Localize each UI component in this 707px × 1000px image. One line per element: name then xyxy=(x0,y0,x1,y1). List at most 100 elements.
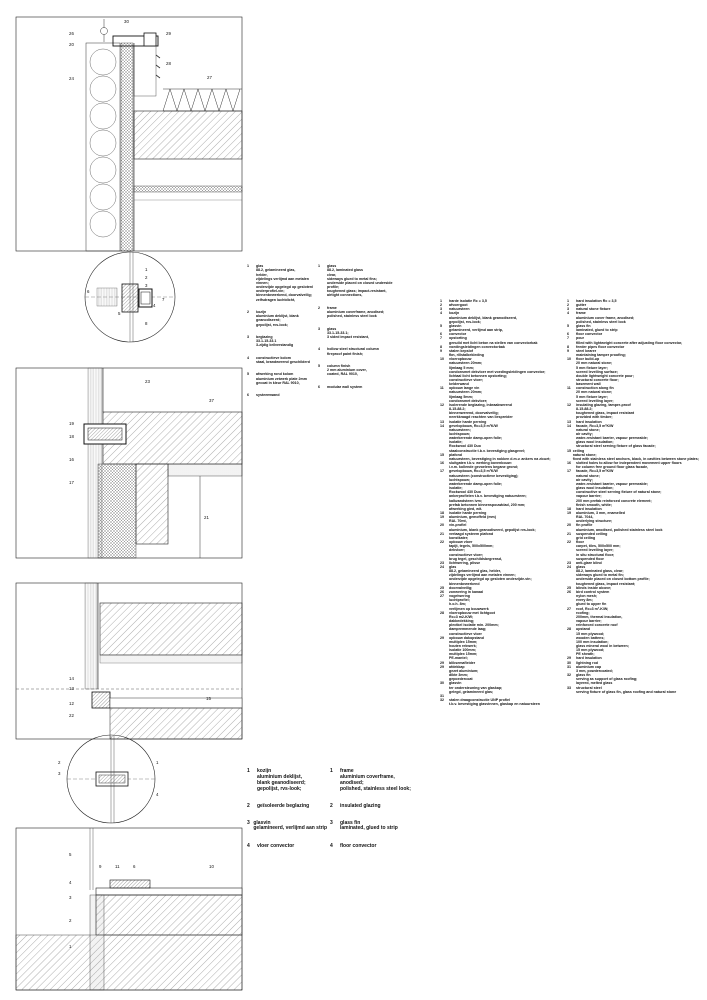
callout: 15 xyxy=(206,696,211,701)
callout: 3 xyxy=(69,895,72,900)
spec-item-text: afdekkap gezet aluminium; dikte 3mm; gep… xyxy=(449,664,479,682)
spec-item-number: 25 xyxy=(440,585,444,590)
spec-item-text: glasvin ter ondersteuning van glaskap; g… xyxy=(449,681,503,694)
spec-item-text: afvoergoot xyxy=(449,303,468,308)
callout: 28 xyxy=(166,61,171,66)
spec-item-text: gutter xyxy=(576,303,587,308)
callout: 5 xyxy=(118,311,121,316)
spec-item-number: 30 xyxy=(567,660,571,665)
spec-item-text: frame aluminium cover frame, anodised; p… xyxy=(576,311,635,324)
spec-item-text: gevelopbouw, Rc=3,5 m²K/W natuursteen (c… xyxy=(449,469,527,511)
callout: 13 xyxy=(69,686,74,691)
callout: 11 xyxy=(115,864,120,869)
spec-item-number: 14 xyxy=(567,423,571,428)
callout: 2 xyxy=(69,918,72,923)
spec-item-number: 33 xyxy=(567,685,571,690)
spec-item-number: 8 xyxy=(440,344,442,349)
spec-item-text: isolatie harde perning xyxy=(449,510,487,515)
spec-item-number: 4 xyxy=(440,311,442,316)
callout: 7 xyxy=(162,297,165,302)
spec-item-text: insulating glazing, tamper-proof 8-15-88… xyxy=(576,402,635,420)
spec-item-number: 18 xyxy=(567,506,571,511)
spec-item-number: 19 xyxy=(440,515,444,520)
spec-item-text: steel bearer maintaining tamper proofing… xyxy=(576,348,626,358)
spec-item-text: plafond natuursteen, bevestiging in nokk… xyxy=(449,452,551,461)
spec-item-number: 1 xyxy=(567,299,569,303)
callout: 1 xyxy=(69,944,72,949)
spec-item-text: hard insulation xyxy=(576,419,602,424)
spec-item-text: lichtwering, plisse xyxy=(449,560,481,565)
spec-item-text: hard insulation xyxy=(576,656,602,661)
spec-item-number: 24 xyxy=(440,565,444,569)
spec-item-number: 17 xyxy=(440,469,444,474)
callout: 6 xyxy=(87,289,90,294)
spec-item-number: 26 xyxy=(440,589,444,594)
spec-item-text: structural steel serving fixture of glas… xyxy=(576,685,677,694)
spec-item-text: opbouw lange vin natuursteen 20mm; lijml… xyxy=(449,386,488,403)
spec-item-number: 2 xyxy=(567,303,569,308)
spec-item-number: 28 xyxy=(567,627,571,632)
spec-item: 31 xyxy=(440,694,565,698)
spec-item-number: 6 xyxy=(567,332,569,337)
spec-item-number: 9 xyxy=(567,348,569,353)
spec-item-number: 7 xyxy=(440,336,442,341)
spec-item-number: 30 xyxy=(440,681,444,686)
callout: 4 xyxy=(153,303,156,308)
spec-item-text: fin profile aluminium, anodised, polishe… xyxy=(576,523,663,532)
spec-item-number: 3 xyxy=(440,307,442,312)
callout: 4 xyxy=(69,880,72,885)
spec-item-text: ceiling natural stone; fixed with stainl… xyxy=(572,448,699,461)
spec-item: 30 glasvin ter ondersteuning van glaskap;… xyxy=(440,681,565,693)
spec-item-text: slotted holes to allow for independent m… xyxy=(576,461,682,470)
spec-item-number: 29 xyxy=(440,635,444,640)
spec-item: 25 doorvalveilig; xyxy=(440,586,565,590)
spec-item-number: 15 xyxy=(567,448,571,453)
spec-item-text: doorvalveilig; xyxy=(449,585,473,590)
callout: 30 xyxy=(124,19,129,24)
callout: 1 xyxy=(145,267,148,272)
spec-item-number: 32 xyxy=(567,673,571,678)
spec-item-text: kozijn aluminium deklijst, blank geanodi… xyxy=(449,311,518,324)
callout: 1 xyxy=(156,760,159,765)
spec-item-number: 25 xyxy=(567,585,571,590)
spec-item-text: glasvin gelamineerd, verlijmd aan strip, xyxy=(449,323,503,333)
